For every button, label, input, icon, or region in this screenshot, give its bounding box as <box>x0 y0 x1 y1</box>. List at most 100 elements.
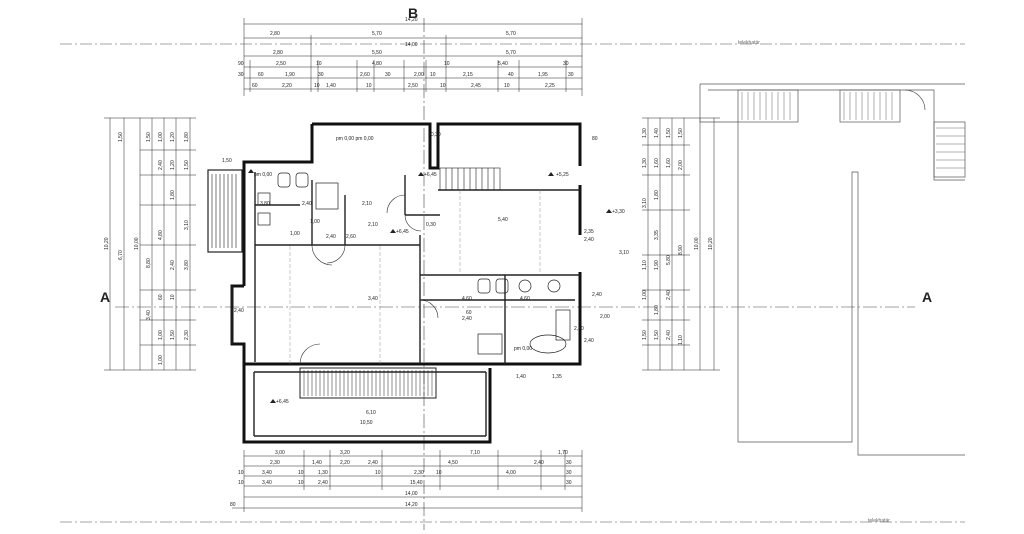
room-label-36: 3,10 <box>619 250 629 256</box>
left-dim-p18: 2,30 <box>184 330 190 340</box>
top-dim-r2-a: 2,80 <box>273 50 283 56</box>
right-dim-p19: 1,10 <box>678 335 684 345</box>
top-dim-r4-11: 30 <box>568 72 574 78</box>
room-label-20: 4,60 <box>462 296 472 302</box>
bottom-dim-r1-2: 7,10 <box>470 450 480 456</box>
top-dimension-chains <box>243 18 583 96</box>
left-dim-p4: 1,80 <box>184 132 190 142</box>
bottom-dim-r3-6: 10 <box>436 470 442 476</box>
top-dim-r5-0: 60 <box>252 83 258 89</box>
room-label-25: 4,60 <box>520 296 530 302</box>
right-dim-p6: 1,60 <box>666 158 672 168</box>
top-dim-r5-4: 10 <box>366 83 372 89</box>
level-marker-icon <box>390 229 396 233</box>
top-dim-r4-8: 2,15 <box>463 72 473 78</box>
right-dim-outer: 10,20 <box>708 237 714 250</box>
right-dim-p4: 1,30 <box>642 158 648 168</box>
bottom-dim-r2-6: 30 <box>566 460 572 466</box>
section-axis-lines <box>115 18 915 530</box>
bottom-dim-r2-1: 1,40 <box>312 460 322 466</box>
room-label-5: +3,30 <box>612 209 625 215</box>
room-label-15: 1,00 <box>310 219 320 225</box>
room-label-18: 2,40 <box>584 237 594 243</box>
right-dim-p5: 1,60 <box>654 158 660 168</box>
room-label-8: 2,10 <box>362 201 372 207</box>
right-dim-p16: 1,50 <box>642 330 648 340</box>
room-label-33: 80 <box>592 136 598 142</box>
bottom-dim-r4-0: 10 <box>238 480 244 486</box>
top-dim-r4-3: 30 <box>318 72 324 78</box>
axis-grid <box>289 190 541 364</box>
top-dim-r3-0: 90 <box>238 61 244 67</box>
top-dim-r3-4: 10 <box>444 61 450 67</box>
room-label-0: pm 0,00 <box>254 172 272 178</box>
room-label-7: 3,80 <box>260 201 270 207</box>
left-dim-labels: 10,20 6,70 10,00 8,80 1,50 1,50 1,00 1,2… <box>104 132 190 365</box>
neighbour-stair-hatch <box>741 92 965 169</box>
right-dim-p7: 2,00 <box>678 160 684 170</box>
sanitary-fixtures <box>257 172 571 355</box>
room-labels: pm 0,00 pm 0,00 pm 0,00 +0,30 +6,45 +5,2… <box>222 132 629 426</box>
room-label-9: 1,00 <box>290 231 300 237</box>
left-dim-p15: 3,40 <box>146 310 152 320</box>
room-label-16: 5,40 <box>498 217 508 223</box>
level-marker-icon <box>606 209 612 213</box>
top-dim-r4-4: 2,60 <box>360 72 370 78</box>
stair-top <box>439 167 501 191</box>
bottom-dim-r2-4: 4,50 <box>448 460 458 466</box>
left-dim-p0: 1,50 <box>118 132 124 142</box>
right-dim-p0: 1,30 <box>642 128 648 138</box>
top-dim-r4-10: 1,95 <box>538 72 548 78</box>
section-label-a-left: A <box>100 289 110 305</box>
room-label-6: 2,40 <box>302 201 312 207</box>
bottom-dim-r2-3: 2,40 <box>368 460 378 466</box>
right-dim-p15: 1,80 <box>654 305 660 315</box>
level-marker-icon <box>418 172 424 176</box>
room-label-26: 2,40 <box>584 338 594 344</box>
right-dim-p13: 2,40 <box>666 290 672 300</box>
top-dim-r1-c: 5,70 <box>506 31 516 37</box>
bottom-dim-r4-3: 2,40 <box>318 480 328 486</box>
room-label-22: 60 <box>466 310 472 316</box>
bottom-dim-r3-2: 10 <box>298 470 304 476</box>
room-label-37: 2,00 <box>600 314 610 320</box>
bottom-dim-r3-4: 10 <box>375 470 381 476</box>
top-dim-r5-2: 10 <box>314 83 320 89</box>
left-dim-p2: 1,00 <box>158 132 164 142</box>
top-dim-r4-1: 60 <box>258 72 264 78</box>
left-dimension-chains <box>104 117 196 371</box>
right-dim-p14: 1,00 <box>642 290 648 300</box>
building-walls <box>230 122 582 444</box>
room-label-31: 6,10 <box>366 410 376 416</box>
left-dim-p17: 1,50 <box>170 330 176 340</box>
room-label-21: 2,40 <box>462 316 472 322</box>
top-dim-r3-3: 4,80 <box>372 61 382 67</box>
section-label-b: B <box>408 5 418 21</box>
room-label-35: 2,40 <box>234 308 244 314</box>
room-label-24: pm 0,00 <box>514 346 532 352</box>
terrace-pergola <box>299 367 437 399</box>
room-label-11: 2,60 <box>346 234 356 240</box>
top-dim-r5-9: 2,25 <box>545 83 555 89</box>
bottom-dimension-chains <box>232 450 583 512</box>
left-dim-p16: 1,00 <box>158 330 164 340</box>
top-dim-r1-a: 2,80 <box>270 31 280 37</box>
level-marker-icon <box>270 399 276 403</box>
top-dim-r1-b: 5,70 <box>372 31 382 37</box>
room-label-32: 10,50 <box>360 420 373 426</box>
room-label-3: +6,45 <box>424 172 437 178</box>
right-dim-labels: 10,20 10,00 8,90 5,80 1,30 1,40 1,50 1,5… <box>642 128 714 345</box>
right-dim-p11: 1,10 <box>642 260 648 270</box>
property-boundary-lines <box>60 43 965 523</box>
left-dim-p1: 1,50 <box>146 132 152 142</box>
top-dim-r4-6: 2,00 <box>414 72 424 78</box>
right-dim-p3: 1,50 <box>678 128 684 138</box>
left-dim-p5: 2,40 <box>158 160 164 170</box>
right-dim-p8: 1,80 <box>654 190 660 200</box>
room-label-34: 1,50 <box>222 158 232 164</box>
boundary-label-top: telekhatár <box>738 40 760 46</box>
left-dim-p12: 10 <box>170 294 176 300</box>
neighbour-building-outline <box>699 83 966 456</box>
right-dim-p10: 3,35 <box>654 230 660 240</box>
room-label-30: +6,45 <box>276 399 289 405</box>
